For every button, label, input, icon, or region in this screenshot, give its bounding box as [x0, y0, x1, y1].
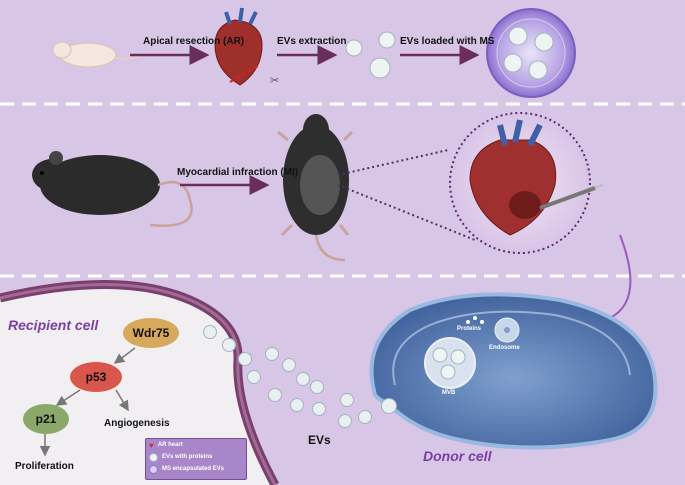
node-wdr75: Wdr75 [123, 318, 179, 348]
ev-particle [247, 370, 261, 384]
label-evs: EVs [308, 433, 331, 447]
ev-particle [268, 388, 282, 402]
label-angiogenesis: Angiogenesis [104, 418, 170, 429]
ar-heart-icon: ✂ [214, 7, 279, 87]
adult-mouse-icon [32, 151, 193, 227]
ms-ev-icon [149, 464, 158, 474]
label-evs-loaded-ms: EVs loaded with MS [400, 36, 495, 47]
legend-item-ar-heart: ♥ AR heart [146, 439, 246, 451]
ev-particle [358, 410, 372, 424]
legend-box: ♥ AR heart EVs with proteins MS encapsul… [145, 438, 247, 480]
arrow-p53-angiogenesis [115, 389, 129, 412]
mouse-supine-icon [277, 114, 354, 262]
donor-cell [369, 292, 658, 450]
label-evs-extraction: EVs extraction [277, 36, 347, 47]
endosome-icon [494, 317, 520, 343]
ev-particle [265, 347, 279, 361]
label-myocardial-infraction: Myocardial infraction (MI) [177, 167, 299, 178]
ev-particle [310, 380, 324, 394]
ev-particle [282, 358, 296, 372]
neonatal-mouse-icon [52, 41, 141, 68]
ev-icon [149, 452, 158, 462]
ev-particle [203, 325, 217, 339]
proteins-icon [466, 316, 484, 324]
node-p53: p53 [70, 362, 122, 392]
label-proliferation: Proliferation [15, 461, 74, 472]
ev-particle [222, 338, 236, 352]
legend-label: EVs with proteins [162, 454, 213, 460]
label-apical-resection: Apical resection (AR) [143, 36, 245, 47]
ev-particle [238, 352, 252, 366]
label-mvb: MVB [442, 390, 456, 396]
label-endosome: Endosome [489, 345, 520, 351]
label-proteins: Proteins [457, 326, 482, 332]
ev-particle [312, 402, 326, 416]
legend-label: MS encapsulated EVs [162, 466, 225, 472]
label-recipient-cell: Recipient cell [8, 317, 99, 333]
svg-text:✂: ✂ [270, 75, 279, 87]
ev-particle [381, 398, 397, 414]
legend-item-ms-evs: MS encapsulated EVs [146, 463, 246, 475]
ev-particle [340, 393, 354, 407]
injected-heart-icon [449, 112, 604, 254]
legend-label: AR heart [157, 442, 183, 448]
ev-particle [296, 372, 310, 386]
ms-encapsulated-evs-icon [486, 8, 576, 98]
ev-particle [290, 398, 304, 412]
mvb-icon [424, 337, 476, 389]
zoom-line-top [337, 149, 449, 176]
heart-icon: ♥ [149, 440, 154, 450]
node-p21: p21 [23, 404, 69, 434]
ev-particle [338, 414, 352, 428]
ev-cluster-icon [345, 31, 396, 79]
legend-item-evs-proteins: EVs with proteins [146, 451, 246, 463]
label-donor-cell: Donor cell [423, 448, 492, 464]
arrow-p53-p21 [55, 389, 81, 406]
arrow-wdr75-p53 [113, 347, 136, 364]
